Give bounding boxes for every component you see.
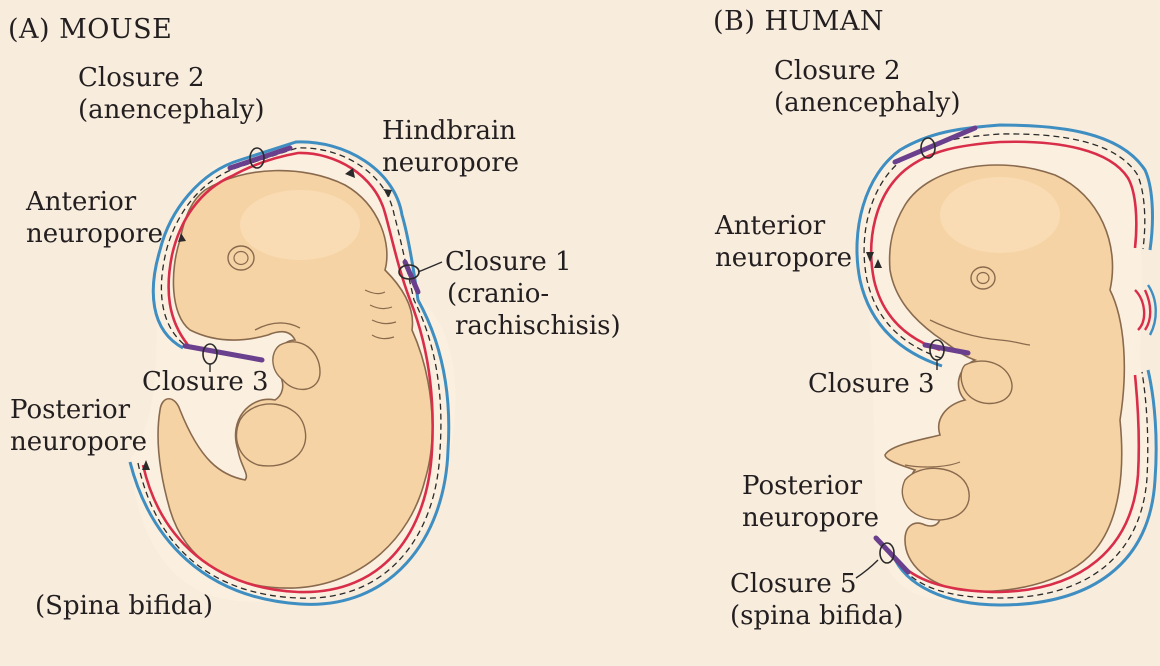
human-closure2-label: Closure 2 (anencephaly) — [774, 56, 961, 118]
panel-title-mouse: (A) MOUSE — [8, 14, 173, 45]
mouse-closure1-label: Closure 1 (cranio- rachischisis) — [445, 247, 621, 341]
human-closure-5-segment — [873, 535, 911, 575]
mouse-closure2-label: Closure 2 (anencephaly) — [78, 63, 265, 125]
human-forelimb — [960, 360, 1013, 405]
human-closure-5-ring — [879, 542, 895, 564]
human-eye — [970, 266, 996, 290]
mouse-eye — [227, 245, 255, 271]
human-surface-ectoderm-lower — [891, 369, 1158, 607]
human-embryo — [855, 123, 1158, 607]
mouse-neural-fold — [141, 151, 434, 594]
human-side-opening — [1134, 289, 1152, 331]
mouse-closure-2-segment — [227, 145, 293, 171]
human-hindlimb — [901, 467, 970, 521]
panel-title-human: (B) HUMAN — [713, 6, 885, 37]
mouse-closure-1-segment — [402, 259, 421, 295]
human-closure-2-ring — [920, 137, 936, 159]
human-neural-fold-lower — [904, 374, 1141, 594]
mouse-spina-label: (Spina bifida) — [35, 591, 214, 621]
human-neural-fold-upper — [869, 140, 1138, 352]
human-surface-ectoderm-upper — [855, 123, 1154, 368]
mouse-posterior-label: Posterior neuropore — [10, 395, 148, 457]
mouse-hindlimb — [235, 403, 307, 467]
human-closure-3-segment — [922, 342, 971, 356]
mouse-anterior-label: Anterior neuropore — [26, 187, 164, 249]
mouse-closure-3-segment — [182, 343, 265, 363]
mouse-closure-2-ring — [249, 147, 265, 169]
human-closure3-label: Closure 3 — [808, 369, 935, 399]
human-closure5-label: Closure 5 (spina bifida) — [730, 569, 904, 631]
mouse-hindbrain-label: Hindbrain neuropore — [382, 116, 520, 178]
mouse-forelimb — [272, 341, 321, 391]
mouse-closure3-label: Closure 3 — [142, 367, 269, 397]
mouse-embryo — [128, 140, 456, 606]
human-posterior-label: Posterior neuropore — [742, 471, 880, 533]
mouse-surface-ectoderm — [128, 140, 451, 606]
human-anterior-label: Anterior neuropore — [715, 211, 853, 273]
